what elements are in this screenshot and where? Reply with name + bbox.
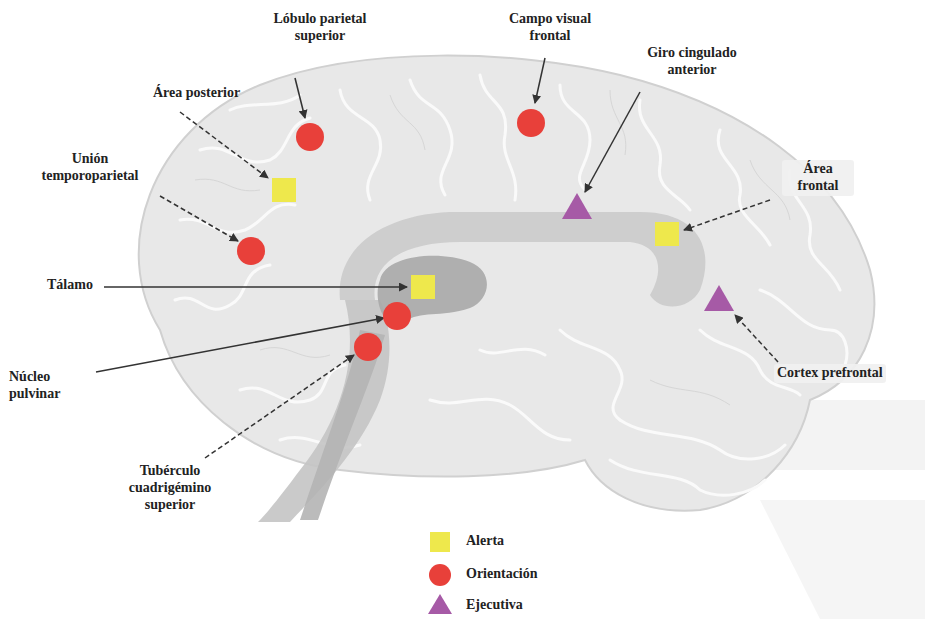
brain-gyri <box>175 75 847 495</box>
region-label: Campo visual frontal <box>495 10 605 46</box>
region-label: Área frontal <box>782 160 854 196</box>
legend-shapes <box>428 532 452 614</box>
leader-lines <box>96 58 778 458</box>
brainstem <box>258 300 389 522</box>
executive-markers <box>562 193 734 311</box>
legend-label: Orientación <box>466 566 538 583</box>
alert-markers <box>272 178 679 299</box>
background-shape <box>760 500 925 619</box>
region-label: Núcleo pulvinar <box>6 368 92 404</box>
region-label: Giro cingulado anterior <box>630 44 754 80</box>
legend-label: Alerta <box>466 533 504 550</box>
brain-outline <box>139 56 875 511</box>
legend-label: Ejecutiva <box>466 597 523 614</box>
orientation-markers <box>237 109 545 361</box>
region-label: Cortex prefrontal <box>774 364 886 383</box>
region-label: Tubérculo cuadrigémino superior <box>112 462 228 514</box>
region-label: Área posterior <box>150 84 243 103</box>
region-label: Unión temporoparietal <box>28 150 152 186</box>
brain-sulci <box>195 90 790 405</box>
region-label: Lóbulo parietal superior <box>258 10 382 46</box>
midbrain-tract <box>300 330 385 520</box>
region-label: Tálamo <box>44 276 96 295</box>
